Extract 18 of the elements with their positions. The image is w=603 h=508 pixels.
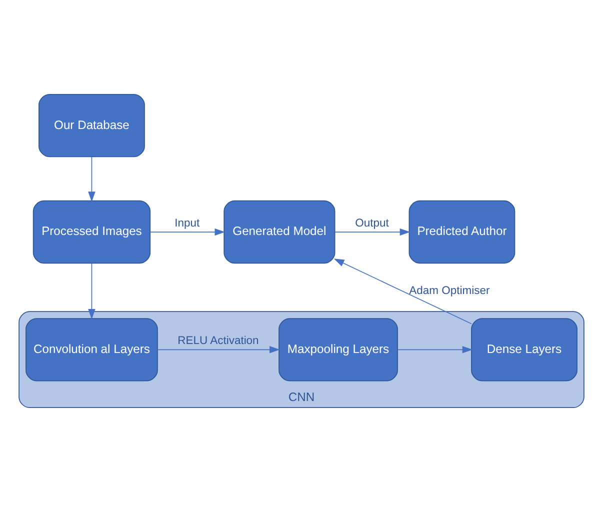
edge-label: Adam Optimiser [409,284,490,296]
edge-label: Output [355,216,389,229]
arrow [88,262,96,319]
node-box: Convolution al Layers [26,318,158,381]
arrow [334,258,472,324]
node-box: Maxpooling Layers [278,318,398,381]
edge-label: RELU Activation [178,334,259,346]
arrow [397,346,473,353]
node-box: Processed Images [32,200,151,264]
node-box: Dense Layers [471,318,578,381]
arrow [157,346,280,353]
arrow [88,156,96,202]
arrow [150,228,226,236]
edge-label: Input [174,216,200,229]
node-box: Generated Model [224,200,336,264]
node-box: Our Database [38,94,145,157]
arrow [334,228,410,236]
node-box: Predicted Author [408,200,516,264]
